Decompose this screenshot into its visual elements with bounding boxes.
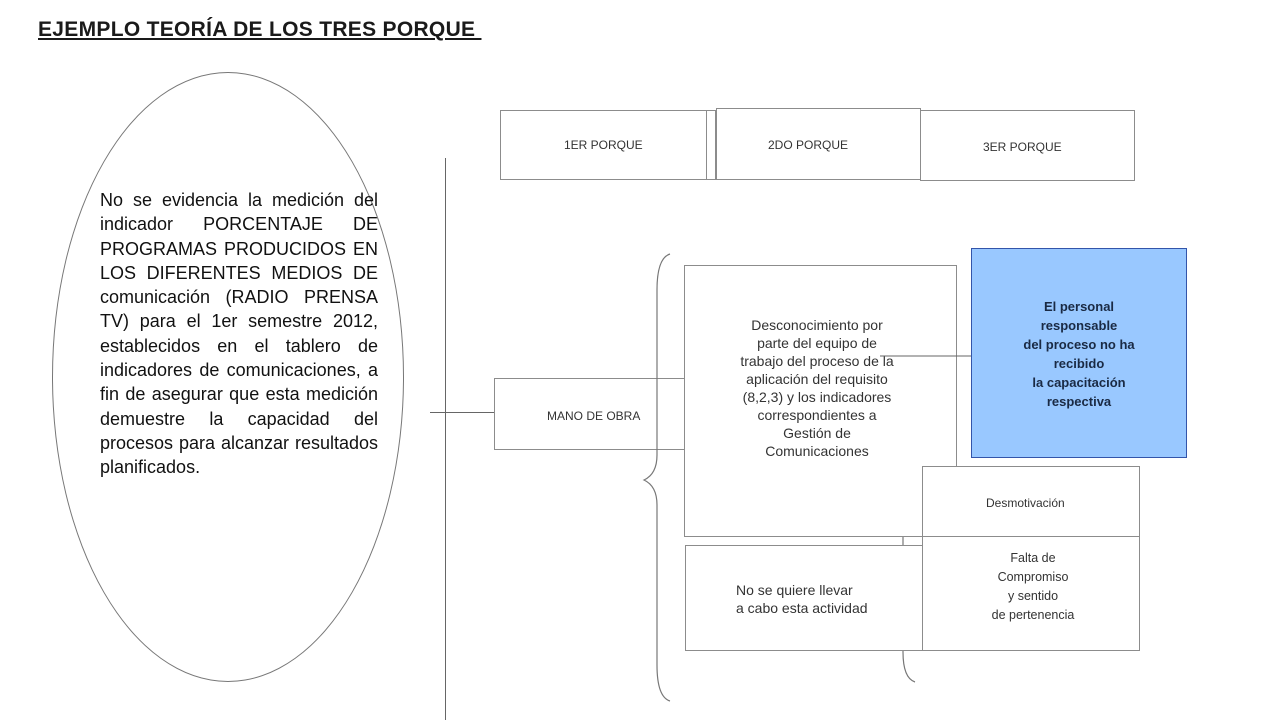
header-box-second: 2DO PORQUE xyxy=(716,108,921,180)
cause-divider-strip xyxy=(922,523,1140,537)
connector-line xyxy=(430,412,534,413)
problem-statement: No se evidencia la medición del indicado… xyxy=(100,190,378,478)
brace-category xyxy=(642,253,671,702)
problem-ellipse xyxy=(52,72,404,682)
link-line-highlight xyxy=(880,355,973,357)
header-box-third: 3ER PORQUE xyxy=(920,110,1135,181)
page-title: EJEMPLO TEORÍA DE LOS TRES PORQUE xyxy=(38,18,482,41)
cause-third-c-text: Falta de Compromiso y sentido de pertene… xyxy=(991,551,1075,622)
cause-box-third-b: Desmotivación xyxy=(922,466,1140,524)
header-third-label: 3ER PORQUE xyxy=(983,140,1062,154)
cause-box-third-highlight: El personal responsable del proceso no h… xyxy=(971,248,1187,458)
header-box-first: 1ER PORQUE xyxy=(500,110,715,180)
header-first-label: 1ER PORQUE xyxy=(564,138,643,152)
header-second-label: 2DO PORQUE xyxy=(768,138,849,152)
cause-box-third-c: Falta de Compromiso y sentido de pertene… xyxy=(922,536,1140,651)
cause-box-second-b: No se quiere llevar a cabo esta activida… xyxy=(685,545,952,651)
header-divider xyxy=(706,110,716,180)
spine-line xyxy=(445,158,446,720)
category-label: MANO DE OBRA xyxy=(547,409,641,423)
cause-second-b-text: No se quiere llevar a cabo esta activida… xyxy=(736,582,868,616)
cause-third-highlight-text: El personal responsable del proceso no h… xyxy=(1023,299,1135,409)
category-box: MANO DE OBRA xyxy=(494,378,710,450)
cause-box-second-a: Desconocimiento por parte del equipo de … xyxy=(684,265,957,537)
cause-second-a-text: Desconocimiento por parte del equipo de … xyxy=(740,317,894,459)
cause-third-b-text: Desmotivación xyxy=(986,496,1065,510)
